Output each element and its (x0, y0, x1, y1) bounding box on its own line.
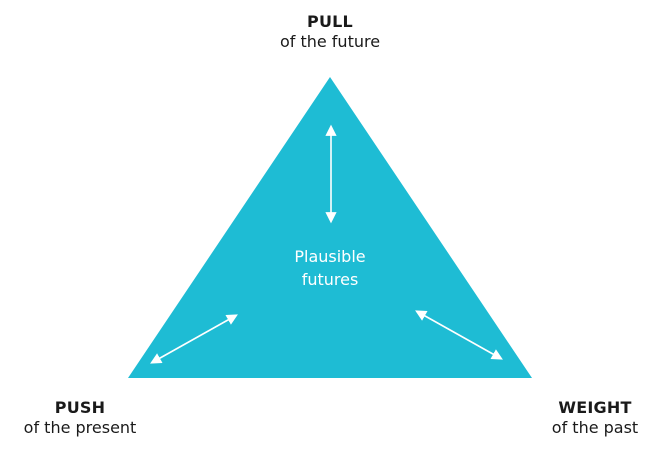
center-text-line1: Plausible (294, 247, 365, 266)
push-title: PUSH (54, 398, 106, 417)
weight-title: WEIGHT (558, 398, 632, 417)
pull-subtitle: of the future (279, 32, 381, 51)
center-text-line2: futures (302, 270, 359, 289)
push-subtitle: of the present (23, 418, 137, 437)
push-label: PUSH of the present (0, 398, 160, 438)
right-diagonal-arrow (415, 310, 503, 360)
weight-subtitle: of the past (551, 418, 639, 437)
pull-title: PULL (307, 12, 353, 31)
left-diagonal-arrow (150, 314, 238, 364)
pull-label: PULL of the future (230, 12, 430, 52)
triangle-shape (128, 77, 532, 378)
weight-label: WEIGHT of the past (525, 398, 665, 438)
